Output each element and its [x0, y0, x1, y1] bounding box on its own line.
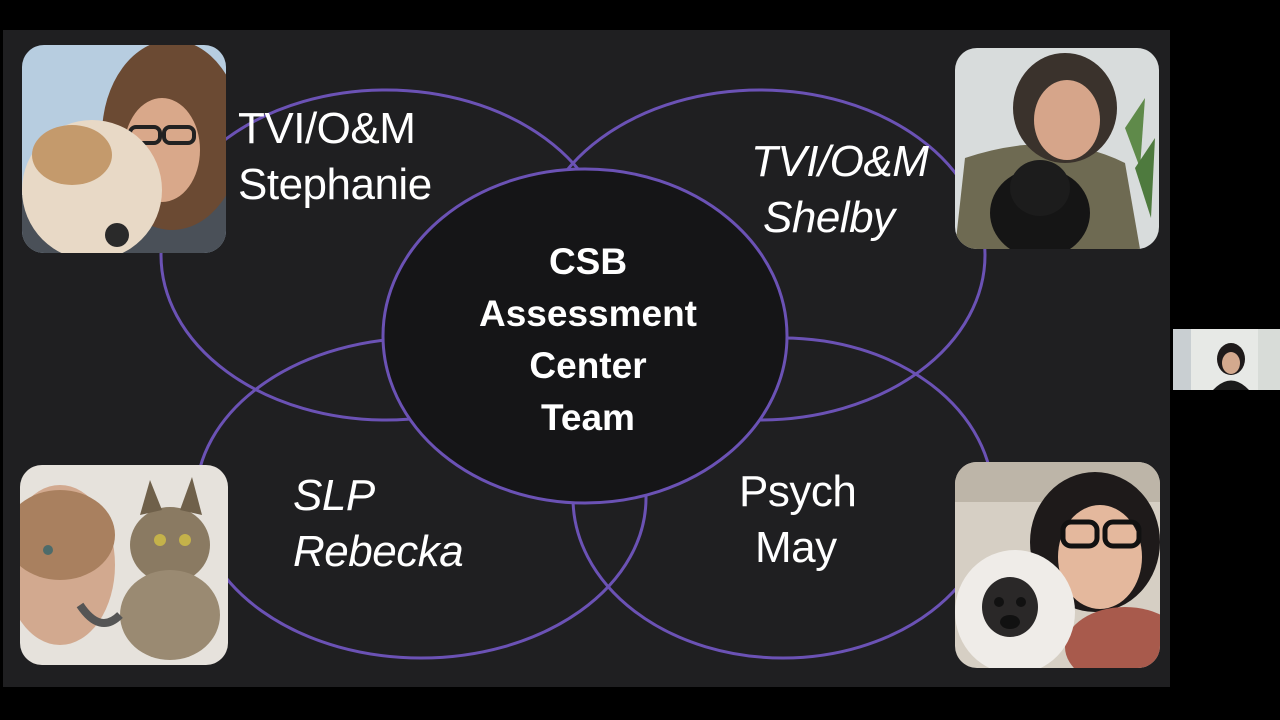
woman-with-cat-photo: [20, 465, 228, 665]
center-title-line-3: Center: [529, 345, 647, 386]
member-name: Stephanie: [238, 160, 432, 209]
member-role: SLP: [293, 471, 375, 520]
center-title-line-4: Team: [541, 397, 635, 438]
member-role: Psych: [739, 467, 857, 516]
woman-with-dog-photo: [22, 45, 226, 253]
member-role: TVI/O&M: [751, 137, 929, 186]
member-name: May: [755, 523, 837, 572]
center-title-line-2: Assessment: [478, 293, 697, 334]
member-role: TVI/O&M: [238, 104, 416, 153]
woman-with-dog-glasses-photo: [955, 462, 1160, 668]
center-title: CSB Assessment Center Team: [438, 236, 738, 444]
member-label-shelby: TVI/O&M Shelby: [751, 134, 929, 246]
member-label-stephanie: TVI/O&M Stephanie: [238, 101, 432, 213]
member-name: Shelby: [763, 193, 895, 242]
webcam-participant-thumbnail[interactable]: [1173, 329, 1280, 390]
presentation-slide: CSB Assessment Center Team TVI/O&M Steph…: [3, 30, 1170, 687]
ring-center: [381, 167, 789, 505]
woman-with-black-dog-photo: [955, 48, 1159, 249]
member-label-rebecka: SLP Rebecka: [293, 468, 464, 580]
member-name: Rebecka: [293, 527, 464, 576]
center-title-line-1: CSB: [548, 241, 628, 282]
member-label-may: Psych May: [739, 464, 857, 576]
